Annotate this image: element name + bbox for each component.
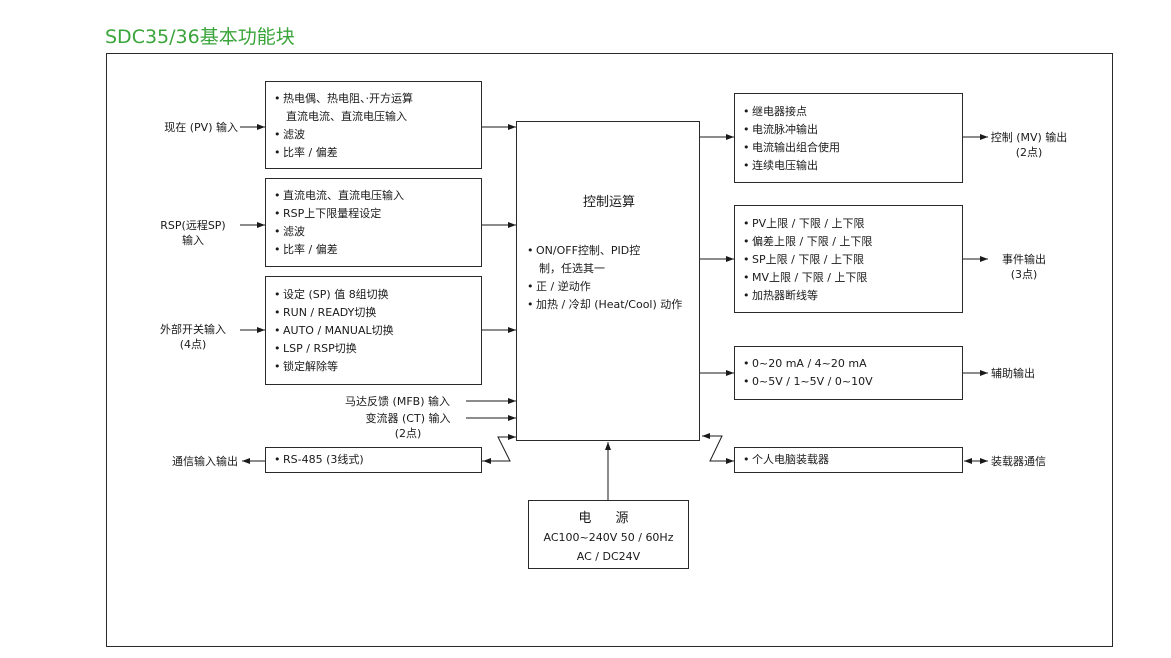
page-title: SDC35/36基本功能块	[105, 26, 295, 48]
ct-input-label: 变流器 (CT) 输入 (2点)	[340, 411, 476, 441]
list-item: SP上限 / 下限 / 上下限	[743, 251, 956, 269]
comm-io-label: 通信输入输出	[172, 455, 238, 468]
ext-label-line1: 外部开关输入	[160, 323, 226, 336]
ext-switch-input-label: 外部开关输入 (4点)	[150, 322, 236, 352]
list-item: LSP / RSP切换	[274, 340, 475, 358]
list-item: 制，任选其一	[539, 262, 605, 275]
list-item: 热电偶、热电阻、·开方运算	[274, 90, 475, 108]
event-output-box: PV上限 / 下限 / 上下限 偏差上限 / 下限 / 上下限 SP上限 / 下…	[734, 205, 963, 313]
mv-output-label: 控制 (MV) 输出 (2点)	[988, 130, 1070, 160]
diagram-frame	[106, 53, 1113, 647]
event-label-line2: (3点)	[1010, 268, 1038, 281]
list-item: 比率 / 偏差	[274, 241, 475, 259]
list-item: 锁定解除等	[274, 358, 475, 376]
ct-label-line1: 变流器 (CT) 输入	[365, 412, 451, 425]
rsp-label-line2: 输入	[182, 234, 204, 247]
loader-box: 个人电脑装载器	[734, 447, 963, 473]
list-item: 个人电脑装载器	[743, 451, 956, 469]
list-item: RUN / READY切换	[274, 304, 475, 322]
comm-box: RS-485 (3线式)	[265, 447, 482, 473]
list-item: MV上限 / 下限 / 上下限	[743, 269, 956, 287]
list-item: 继电器接点	[743, 103, 956, 121]
rsp-input-label: RSP(远程SP) 输入	[150, 218, 236, 248]
list-item: 设定 (SP) 值 8组切换	[274, 286, 475, 304]
list-item: 比率 / 偏差	[274, 144, 475, 162]
control-title: 控制运算	[582, 195, 635, 210]
aux-output-box: 0~20 mA / 4~20 mA 0~5V / 1~5V / 0~10V	[734, 346, 963, 400]
pv-input-label: 现在 (PV) 输入	[164, 121, 238, 134]
power-spec-line1: AC100~240V 50 / 60Hz	[543, 531, 674, 544]
aux-output-label: 辅助输出	[991, 367, 1035, 380]
list-item: 加热器断线等	[743, 287, 956, 305]
ext-label-line2: (4点)	[179, 338, 207, 351]
list-item: RS-485 (3线式)	[274, 451, 475, 469]
list-item: 正 / 逆动作	[527, 278, 693, 296]
list-item: RSP上下限量程设定	[274, 205, 475, 223]
mv-label-line2: (2点)	[1015, 146, 1043, 159]
list-item: 偏差上限 / 下限 / 上下限	[743, 233, 956, 251]
list-item: 连续电压输出	[743, 157, 956, 175]
loader-comm-label: 装载器通信	[991, 455, 1046, 468]
power-spec-line2: AC / DC24V	[576, 550, 641, 563]
event-output-label: 事件输出 (3点)	[988, 252, 1060, 282]
list-item: 0~5V / 1~5V / 0~10V	[743, 373, 956, 391]
list-item: 直流电流、直流电压输入	[286, 110, 407, 123]
event-label-line1: 事件输出	[1002, 253, 1046, 266]
list-item: PV上限 / 下限 / 上下限	[743, 215, 956, 233]
rsp-label-line1: RSP(远程SP)	[160, 219, 226, 232]
pv-input-box: 热电偶、热电阻、·开方运算 直流电流、直流电压输入 滤波 比率 / 偏差	[265, 81, 482, 169]
power-block: 电 源 AC100~240V 50 / 60Hz AC / DC24V	[528, 500, 689, 569]
ext-switch-input-box: 设定 (SP) 值 8组切换 RUN / READY切换 AUTO / MANU…	[265, 276, 482, 385]
list-item: 加热 / 冷却 (Heat/Cool) 动作	[527, 296, 693, 314]
list-item: 0~20 mA / 4~20 mA	[743, 355, 956, 373]
mfb-input-label: 马达反馈 (MFB) 输入	[345, 395, 450, 408]
list-item: 直流电流、直流电压输入	[274, 187, 475, 205]
list-item: 滤波	[274, 126, 475, 144]
list-item: ON/OFF控制、PID控	[527, 242, 693, 260]
power-title: 电 源	[578, 511, 639, 526]
comm-to-control-link	[482, 434, 516, 462]
control-block: 控制运算 ON/OFF控制、PID控 制，任选其一 正 / 逆动作 加热 / 冷…	[516, 121, 700, 441]
mv-output-box: 继电器接点 电流脉冲输出 电流输出组合使用 连续电压输出	[734, 93, 963, 183]
ct-label-line2: (2点)	[394, 427, 422, 440]
rsp-input-box: 直流电流、直流电压输入 RSP上下限量程设定 滤波 比率 / 偏差	[265, 178, 482, 267]
mv-label-line1: 控制 (MV) 输出	[990, 131, 1068, 144]
list-item: 滤波	[274, 223, 475, 241]
list-item: 电流脉冲输出	[743, 121, 956, 139]
list-item: AUTO / MANUAL切换	[274, 322, 475, 340]
list-item: 电流输出组合使用	[743, 139, 956, 157]
loader-to-control-link	[702, 433, 734, 462]
